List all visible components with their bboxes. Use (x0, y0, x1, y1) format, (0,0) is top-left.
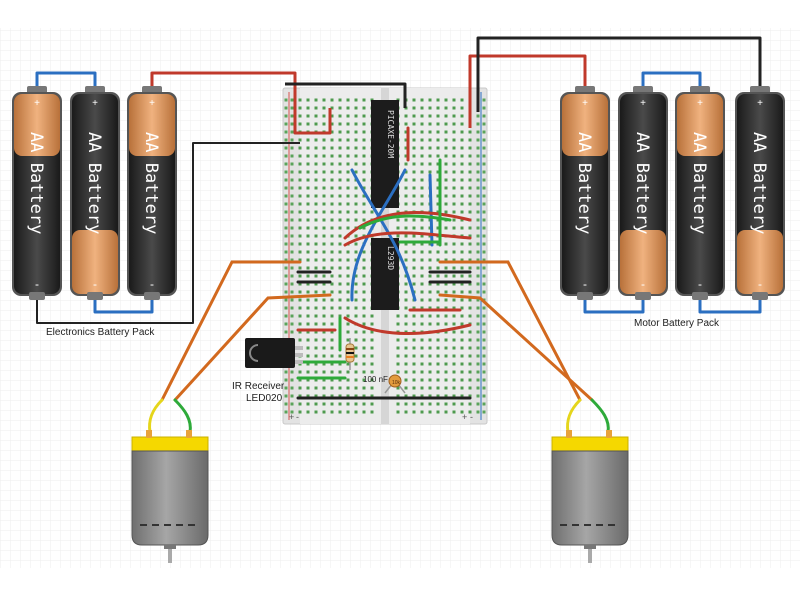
motor-wires (148, 260, 610, 434)
battery-minus-mark: - (150, 277, 154, 291)
picaxe-chip: PICAXE-20M (371, 100, 399, 208)
motor-right (551, 430, 629, 563)
motor-left (131, 430, 209, 563)
battery-plus-mark: + (34, 98, 40, 109)
battery-label: AA Battery (749, 132, 769, 234)
motor-pack-label: Motor Battery Pack (634, 318, 720, 329)
battery-plus-mark: + (92, 98, 98, 109)
resistor (345, 338, 355, 370)
battery-electronics-3: + - AA Battery (127, 86, 177, 300)
battery-plus-mark: + (582, 98, 588, 109)
battery-minus-mark: - (93, 277, 97, 291)
electronics-pack-label: Electronics Battery Pack (46, 327, 155, 338)
battery-minus-mark: - (35, 277, 39, 291)
battery-motor-4: + - AA Battery (735, 86, 785, 300)
ir-receiver-part-label: LED020 (246, 393, 283, 404)
battery-label: AA Battery (84, 132, 104, 234)
battery-label: AA Battery (689, 132, 709, 234)
battery-plus-mark: + (640, 98, 646, 109)
battery-label: AA Battery (141, 132, 161, 234)
battery-minus-mark: - (583, 277, 587, 291)
battery-minus-mark: - (641, 277, 645, 291)
ir-receiver (245, 338, 303, 368)
battery-motor-2: + - AA Battery (618, 86, 668, 300)
breadboard-holes (284, 98, 486, 414)
rail-plus-mark: + (289, 412, 294, 422)
battery-plus-mark: + (697, 98, 703, 109)
capacitor-label: 100 nF (363, 375, 388, 384)
ir-receiver-label: IR Receiver (232, 381, 285, 392)
battery-label: AA Battery (574, 132, 594, 234)
battery-minus-mark: - (698, 277, 702, 291)
picaxe-chip-label: PICAXE-20M (386, 110, 395, 158)
battery-motor-3: + - AA Battery (675, 86, 725, 300)
l293d-chip-label: L293D (386, 246, 395, 270)
rail-plus-mark-right: + (462, 412, 467, 422)
battery-label: AA Battery (26, 132, 46, 234)
battery-electronics-2: + - AA Battery (70, 86, 120, 300)
rail-minus-mark: - (296, 412, 299, 422)
battery-electronics-1: + - AA Battery (12, 86, 62, 300)
capacitor: 10k (384, 374, 406, 394)
capacitor-value: 10k (392, 380, 401, 386)
battery-plus-mark: + (149, 98, 155, 109)
battery-motor-1: + - AA Battery (560, 86, 610, 300)
battery-plus-mark: + (757, 98, 763, 109)
battery-label: AA Battery (632, 132, 652, 234)
breadboard-wires (296, 126, 472, 400)
rail-minus-mark-right: - (470, 412, 473, 422)
battery-wires (35, 36, 762, 324)
battery-packs: + - AA Battery + - AA Battery + - AA Battery + - AA… (12, 86, 785, 300)
l293d-chip: L293D (371, 238, 399, 310)
battery-minus-mark: - (758, 277, 762, 291)
